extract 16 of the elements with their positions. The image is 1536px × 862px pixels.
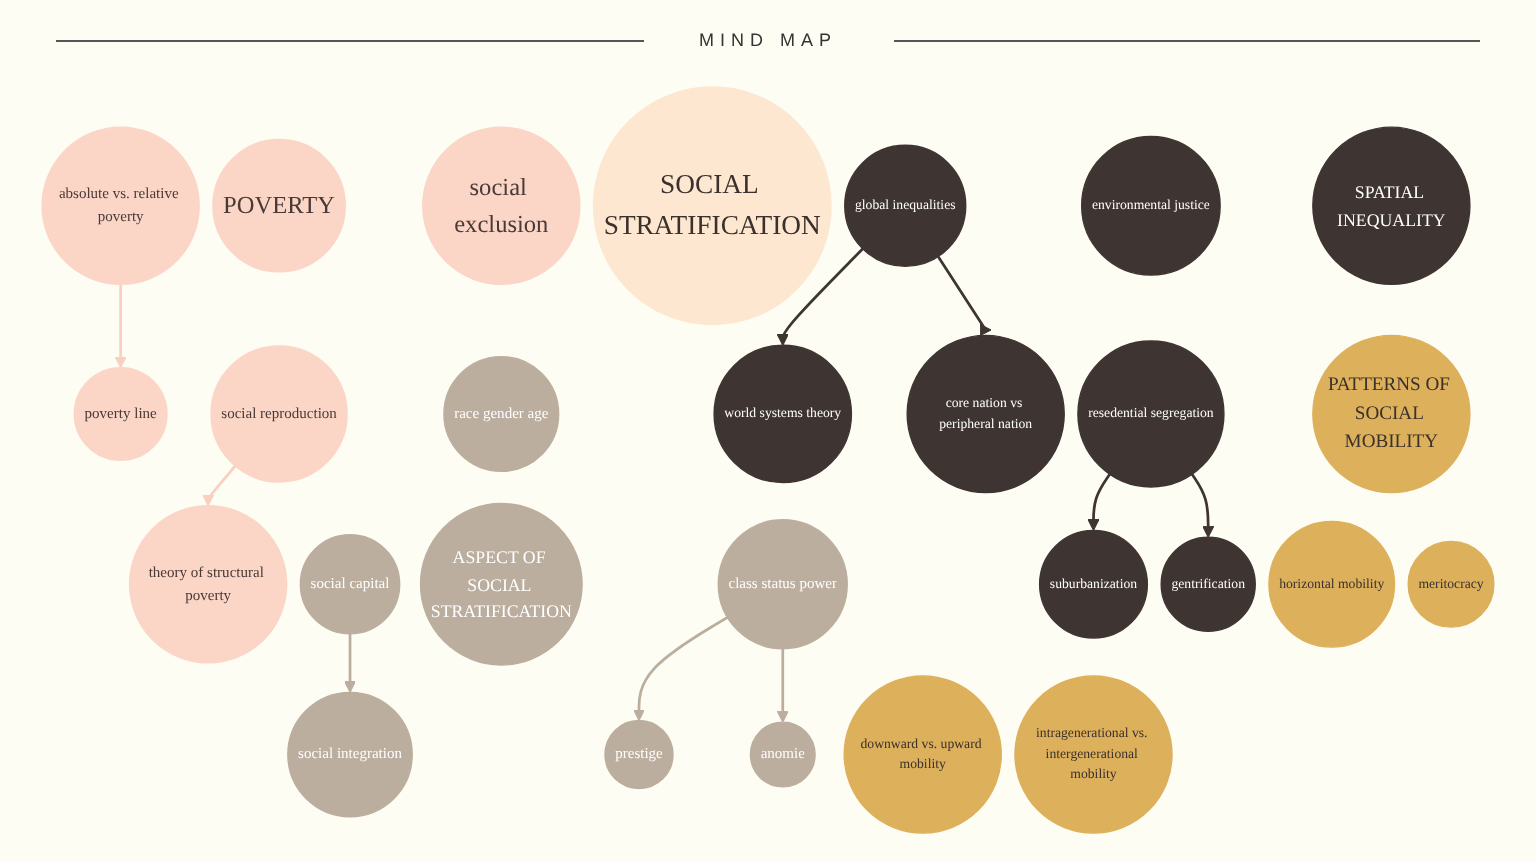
node-circle: POVERTY [212, 138, 346, 273]
node-circle: SPATIAL INEQUALITY [1312, 126, 1471, 285]
arrow [937, 255, 990, 336]
node-circle: social exclusion [422, 126, 581, 285]
arrow [1087, 473, 1111, 531]
node-circle: PATTERNS OF SOCIAL MOBILITY [1312, 334, 1471, 494]
arrow [776, 247, 864, 346]
node-circle: SOCIAL STRATIFICATION [592, 86, 832, 326]
arrow [1190, 473, 1215, 538]
arrow [632, 616, 729, 722]
title: MIND MAP [699, 30, 837, 50]
arrow [202, 465, 237, 507]
arrow [344, 633, 357, 693]
node-circle: ASPECT OF SOCIAL STRATIFICATION [419, 502, 583, 666]
arrow [114, 284, 127, 369]
arrow [776, 648, 789, 723]
